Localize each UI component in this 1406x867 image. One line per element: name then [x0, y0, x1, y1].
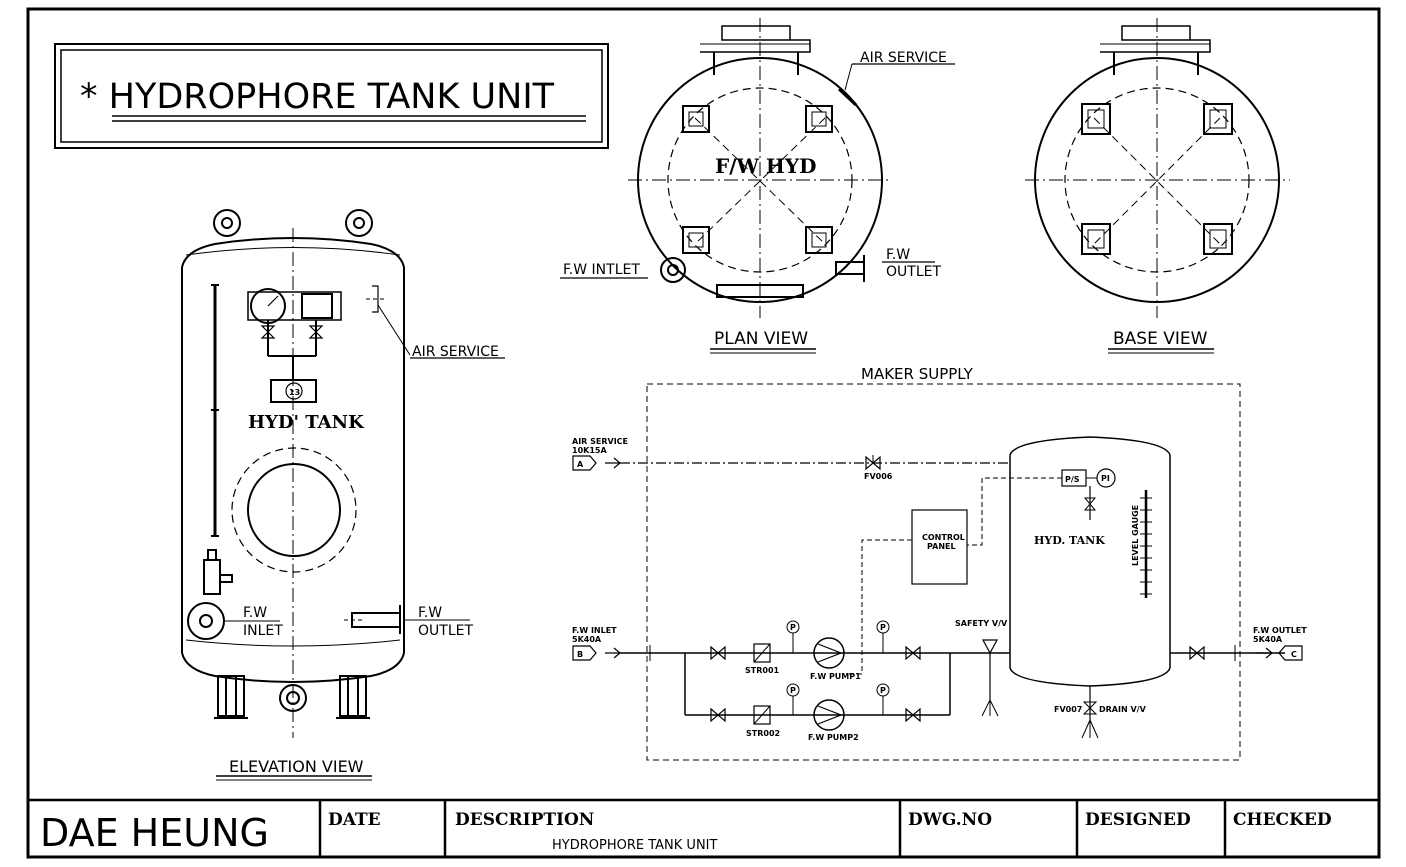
p-label-1: P — [790, 623, 796, 632]
checked-label: CHECKED — [1233, 810, 1332, 830]
base-view-label: BASE VIEW — [1113, 329, 1208, 349]
elevation-fw-outlet-1: F.W — [418, 605, 442, 621]
elevation-air-service: AIR SERVICE — [412, 344, 499, 360]
air-service-size: 10K15A — [572, 446, 607, 455]
control-panel-1: CONTROL — [922, 533, 965, 542]
drain-vv-label: DRAIN V/V — [1099, 705, 1147, 714]
elevation-fw-outlet-2: OUTLET — [418, 623, 473, 639]
fw-outlet-label: F.W OUTLET — [1253, 626, 1307, 635]
title-block — [28, 798, 1379, 857]
maker-supply-boundary — [646, 383, 1241, 761]
p-label-3: P — [790, 686, 796, 695]
plan-view — [560, 18, 955, 354]
description-value: HYDROPHORE TANK UNIT — [552, 838, 717, 853]
ps-label: P/S — [1065, 475, 1080, 484]
company-name: DAE HEUNG — [40, 811, 269, 855]
p-label-2: P — [880, 623, 886, 632]
elevation-tag: 13 — [289, 388, 300, 397]
safety-vv-label: SAFETY V/V — [955, 619, 1008, 628]
plan-tank-label: F/W HYD — [715, 154, 816, 178]
date-label: DATE — [328, 810, 381, 830]
designed-label: DESIGNED — [1085, 810, 1191, 830]
conn-a: A — [577, 460, 584, 469]
drawing-title: * HYDROPHORE TANK UNIT — [80, 77, 555, 117]
hyd-tank-label: HYD. TANK — [1034, 534, 1105, 547]
pump2-label: F.W PUMP2 — [808, 733, 859, 742]
fv007-label: FV007 — [1054, 705, 1082, 714]
plan-view-label: PLAN VIEW — [714, 329, 808, 349]
base-view — [1025, 18, 1290, 354]
conn-b: B — [577, 650, 583, 659]
maker-supply-label: MAKER SUPPLY — [861, 365, 974, 383]
plan-air-service: AIR SERVICE — [860, 50, 947, 66]
piping-schematic — [572, 383, 1303, 761]
p-label-4: P — [880, 686, 886, 695]
str001-label: STR001 — [745, 666, 780, 675]
fw-inlet-label: F.W INLET — [572, 626, 617, 635]
elevation-fw-inlet-1: F.W — [243, 605, 267, 621]
sheet-border — [26, 7, 1381, 859]
control-panel-2: PANEL — [927, 542, 956, 551]
title-frame-inner — [60, 49, 603, 143]
air-service-label: AIR SERVICE — [572, 437, 628, 446]
elevation-fw-inlet-2: INLET — [243, 623, 283, 639]
str002-label: STR002 — [746, 729, 780, 738]
fw-inlet-size: 5K40A — [572, 635, 602, 644]
plan-fw-outlet-1: F.W — [886, 247, 910, 263]
plan-fw-inlet: F.W INTLET — [563, 262, 640, 278]
dwg-no-label: DWG.NO — [908, 810, 992, 830]
fv006-label: FV006 — [864, 472, 893, 481]
pump1-label: F.W PUMP1 — [810, 672, 861, 681]
description-label: DESCRIPTION — [455, 810, 594, 830]
title-frame-outer — [54, 43, 609, 149]
fw-outlet-size: 5K40A — [1253, 635, 1283, 644]
elevation-tank-label: HYD' TANK — [248, 412, 365, 433]
conn-c: C — [1291, 650, 1297, 659]
elevation-view-label: ELEVATION VIEW — [229, 757, 364, 776]
elevation-view — [181, 209, 505, 781]
plan-fw-outlet-2: OUTLET — [886, 264, 941, 280]
pi-label: PI — [1101, 474, 1110, 483]
level-gauge-label: LEVEL GAUGE — [1131, 505, 1140, 566]
